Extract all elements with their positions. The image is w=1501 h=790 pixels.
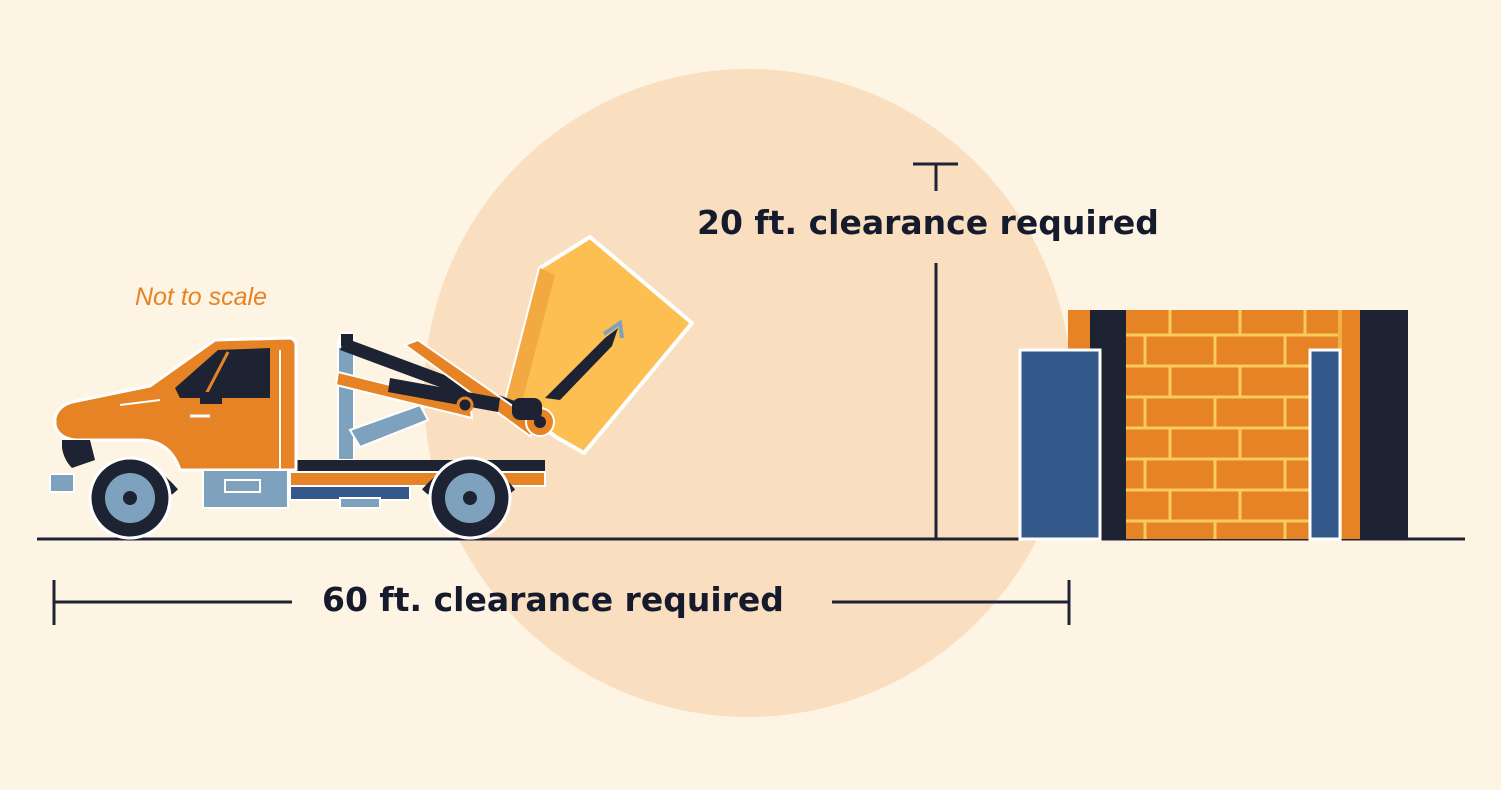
horizontal-clearance-label: 60 ft. clearance required: [322, 580, 784, 619]
garage-door-icon: [1018, 348, 1342, 541]
brick-mortar: [1125, 310, 1338, 539]
brick-wall-icon: [1068, 310, 1408, 539]
dump-truck-icon: [49, 332, 555, 540]
rear-wheel: [428, 456, 512, 540]
horizontal-dimension-marker: [52, 580, 1071, 625]
vertical-clearance-label: 20 ft. clearance required: [697, 203, 1159, 242]
dumpster-container-icon: [504, 235, 694, 455]
front-wheel: [88, 456, 172, 540]
not-to-scale-note: Not to scale: [135, 283, 268, 311]
background-circle: [424, 69, 1072, 717]
vertical-dimension-marker: [913, 162, 958, 539]
